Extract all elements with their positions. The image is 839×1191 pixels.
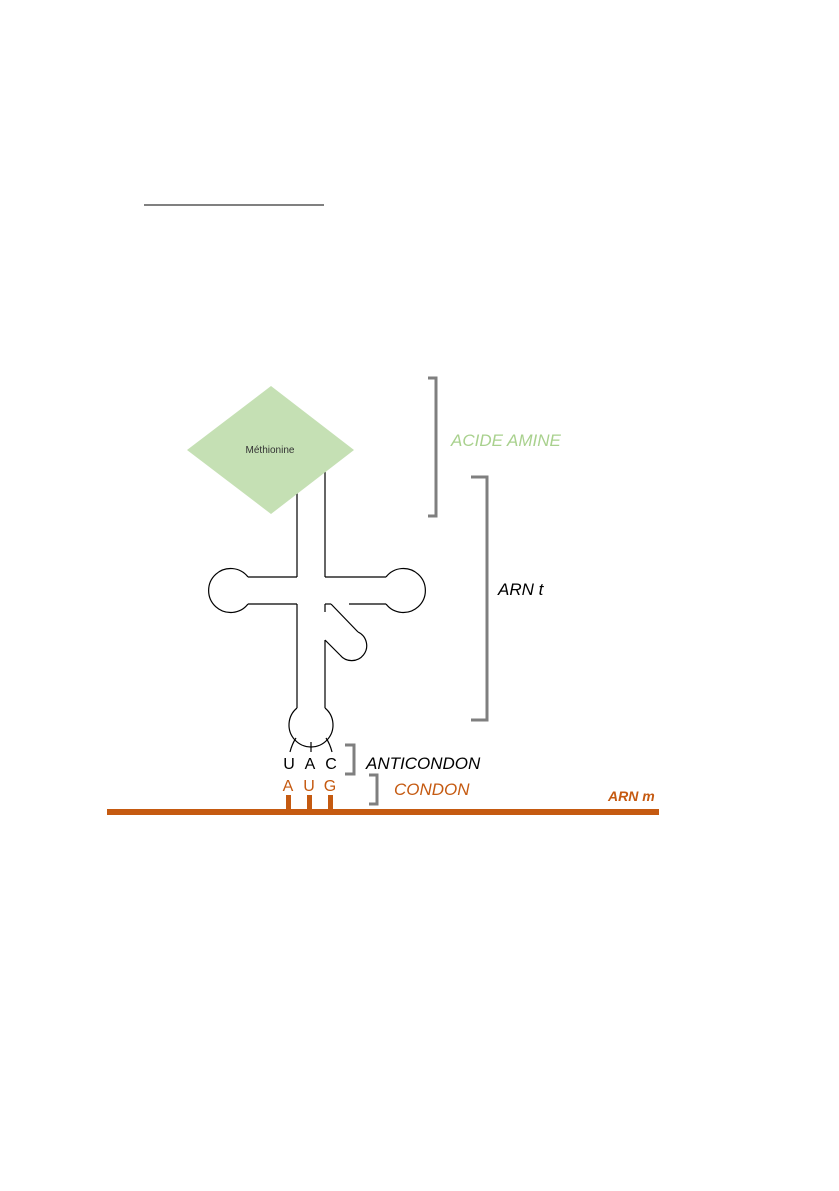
amino-acid-label: ACIDE AMINE xyxy=(450,431,562,450)
anticodon-base: U xyxy=(283,756,295,773)
mrna-label: ARN m xyxy=(607,788,655,804)
small-loop xyxy=(340,632,367,661)
mrna-strand xyxy=(107,795,659,815)
codon-base: U xyxy=(303,778,315,795)
right-loop xyxy=(386,569,425,613)
amino-acid-name: Méthionine xyxy=(246,445,295,456)
anticodon-bracket xyxy=(345,745,354,774)
codon-label: CONDON xyxy=(394,780,470,799)
anticodon-base: A xyxy=(305,756,316,773)
anticodon-base: C xyxy=(325,756,337,773)
trna-molecule xyxy=(209,470,426,752)
codon-base: A xyxy=(283,778,294,795)
codon-base: G xyxy=(324,778,336,795)
codon-peg xyxy=(286,795,291,810)
trna-label: ARN t xyxy=(497,580,545,599)
codon-bracket xyxy=(369,775,377,804)
trna-bracket xyxy=(471,477,487,720)
anticodon-label: ANTICONDON xyxy=(365,754,481,773)
anticodon-loop xyxy=(289,708,333,747)
codon-peg xyxy=(307,795,312,810)
left-loop xyxy=(209,569,248,613)
codon-peg xyxy=(328,795,333,810)
amino-acid-bracket xyxy=(428,378,436,516)
